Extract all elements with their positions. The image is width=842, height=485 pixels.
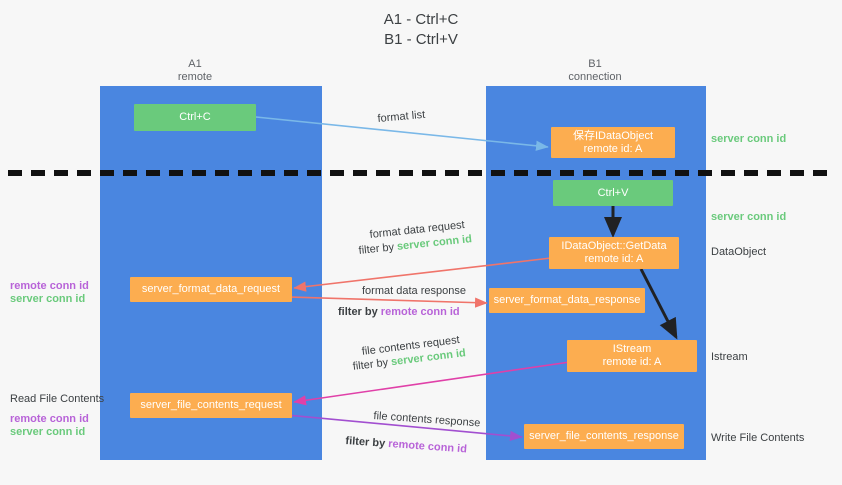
right-label-server-conn-id-top: server conn id (711, 133, 787, 145)
box-istream-line2: remote id: A (602, 356, 662, 368)
box-getdata-line1: IDataObject::GetData (561, 240, 667, 252)
diagram-title: A1 - Ctrl+C B1 - Ctrl+V (0, 10, 842, 50)
lane-header-b1: B1 connection (520, 58, 670, 84)
box-save-idataobject[interactable]: 保存IDataObject remote id: A (551, 127, 675, 158)
left-label-server-conn-id-bottom: server conn id (10, 426, 86, 438)
filter-key-remote-conn-id: remote conn id (387, 437, 468, 456)
filter-prefix: filter by (338, 306, 381, 318)
box-ctrl-c-label: Ctrl+C (179, 111, 211, 123)
box-getdata[interactable]: IDataObject::GetData remote id: A (549, 237, 679, 269)
box-ctrl-v[interactable]: Ctrl+V (553, 180, 673, 206)
box-save-idataobject-line1: 保存IDataObject (572, 129, 654, 142)
left-label-read-file-contents: Read File Contents (10, 393, 105, 405)
edge-label-format-data-response-filter: filter by remote conn id (338, 305, 460, 319)
title-line-1: A1 - Ctrl+C (383, 11, 459, 28)
edge-label-file-contents-response: file contents response (373, 409, 481, 430)
right-label-istream: Istream (711, 351, 748, 363)
box-server-format-data-response[interactable]: server_format_data_response (489, 288, 645, 313)
lane-b1-name: B1 (588, 58, 602, 70)
box-server-format-data-response-label: server_format_data_response (493, 294, 641, 306)
title-line-2: B1 - Ctrl+V (384, 31, 458, 48)
filter-prefix: filter by (345, 434, 389, 450)
box-server-file-contents-response-label: server_file_contents_response (529, 430, 679, 442)
lane-header-a1: A1 remote (120, 58, 270, 84)
filter-key-remote-conn-id: remote conn id (380, 306, 460, 318)
filter-prefix: filter by (358, 240, 398, 257)
lane-b1-sub: connection (568, 71, 622, 83)
left-label-remote-conn-id-bottom: remote conn id (10, 413, 89, 425)
right-label-server-conn-id-mid: server conn id (711, 211, 787, 223)
box-istream[interactable]: IStream remote id: A (567, 340, 697, 372)
edge-label-format-data-response: format data response (362, 285, 466, 297)
box-ctrl-v-label: Ctrl+V (597, 186, 629, 199)
box-server-file-contents-response[interactable]: server_file_contents_response (524, 424, 684, 449)
box-server-format-data-request-label: server_format_data_request (141, 283, 281, 295)
box-server-file-contents-request-label: server_file_contents_request (140, 399, 282, 411)
box-server-format-data-request[interactable]: server_format_data_request (130, 277, 292, 302)
lane-a1-name: A1 (188, 58, 202, 70)
box-ctrl-c[interactable]: Ctrl+C (134, 104, 256, 131)
lane-a1-sub: remote (177, 71, 213, 83)
filter-prefix: filter by (352, 356, 392, 373)
left-label-server-conn-id-mid: server conn id (10, 293, 86, 305)
right-label-dataobject: DataObject (711, 246, 767, 258)
box-save-idataobject-line2: remote id: A (583, 142, 643, 155)
box-getdata-line2: remote id: A (584, 253, 644, 265)
box-istream-line1: IStream (612, 343, 652, 355)
edge-label-file-contents-response-filter: filter by remote conn id (345, 434, 467, 456)
edge-label-format-list: format list (377, 108, 426, 125)
right-label-write-file-contents: Write File Contents (711, 432, 805, 444)
left-label-remote-conn-id-mid: remote conn id (10, 280, 89, 292)
box-server-file-contents-request[interactable]: server_file_contents_request (130, 393, 292, 418)
